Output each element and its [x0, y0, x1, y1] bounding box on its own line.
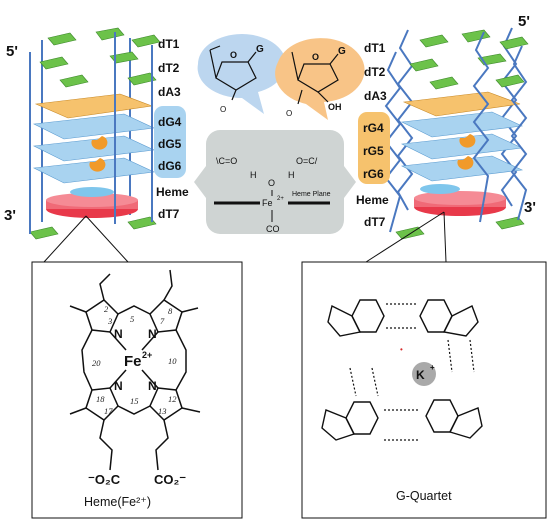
- connector-right-b: [443, 211, 447, 263]
- heme-plane-label: Heme Plane: [292, 191, 331, 198]
- label-dG6: dG6: [158, 159, 182, 173]
- deoxy-ring-o: O: [230, 50, 237, 60]
- ribose-ring-o: O: [312, 52, 319, 62]
- label-dT2-right: dT2: [364, 65, 386, 79]
- heme-pos-5: 5: [130, 314, 134, 324]
- right-carbonyl: O=C/: [296, 156, 318, 166]
- heme-n3: N: [114, 379, 123, 393]
- heme-pos-10: 10: [168, 356, 177, 366]
- dna-3prime-label: 3': [4, 207, 16, 224]
- water-h-right: H: [288, 170, 295, 180]
- ribose-o-bottom: O: [286, 109, 292, 118]
- label-dG5: dG5: [158, 137, 182, 151]
- heme-pos-13: 13: [158, 406, 167, 416]
- heme-n1: N: [114, 327, 123, 341]
- iron-ion: Fe: [262, 198, 273, 208]
- label-dT1-right: dT1: [364, 41, 386, 55]
- heme-coordination-panel: \C=O O=C/ H H O Fe 2+ Heme Plane CO: [194, 130, 356, 234]
- heme-carboxylate-left: ⁻O₂C: [88, 472, 121, 487]
- heme-pos-15: 15: [130, 396, 139, 406]
- dna-quadruplex: [29, 27, 161, 240]
- connector-right-a: [365, 211, 445, 263]
- connector-left-a: [43, 215, 87, 263]
- heme-n2: N: [148, 327, 157, 341]
- ribose-base-g: G: [338, 46, 346, 57]
- label-heme-right: Heme: [356, 193, 389, 207]
- heme-pos-20: 20: [92, 358, 101, 368]
- deoxy-o-bottom: O: [220, 105, 226, 114]
- water-o: O: [268, 178, 275, 188]
- heme-carboxylate-right: CO₂⁻: [154, 472, 186, 487]
- porphyrin-structure: [69, 269, 201, 471]
- rna-quadruplex: [384, 27, 529, 240]
- potassium-label: K: [416, 368, 425, 382]
- left-carbonyl: \C=O: [216, 156, 237, 166]
- heme-pos-2: 2: [104, 304, 109, 314]
- iron-charge: 2+: [277, 196, 284, 202]
- heme-pos-3: 3: [107, 316, 112, 326]
- heme-pos-8: 8: [168, 306, 173, 316]
- label-dA3: dA3: [158, 85, 181, 99]
- center-dot: •: [400, 345, 403, 354]
- ribose-bubble: O G OH O: [275, 38, 365, 120]
- label-dA3-right: dA3: [364, 89, 387, 103]
- heme-fe-charge: 2+: [142, 350, 152, 360]
- heme-pos-7: 7: [160, 316, 165, 326]
- label-dT1: dT1: [158, 37, 180, 51]
- label-dG4: dG4: [158, 115, 182, 129]
- potassium-charge: +: [430, 363, 435, 372]
- label-rG5: rG5: [363, 144, 384, 158]
- hydrogen-bonds: [349, 303, 475, 441]
- heme-fe: Fe: [124, 353, 142, 370]
- label-heme-left: Heme: [156, 185, 189, 199]
- rna-sequence-labels: dT1 dT2 dA3 rG4 rG5 rG6 Heme dT7: [356, 41, 390, 229]
- heme-caption: Heme(Fe²⁺): [84, 495, 151, 509]
- label-dT2: dT2: [158, 61, 180, 75]
- label-rG6: rG6: [363, 167, 384, 181]
- water-h-left: H: [250, 170, 257, 180]
- dna-sequence-labels: dT1 dT2 dA3 dG4 dG5 dG6 Heme dT7: [154, 37, 189, 221]
- potassium-ion: [412, 362, 436, 386]
- g-quartet-box: [301, 261, 547, 519]
- heme-pos-18: 18: [96, 394, 105, 404]
- g-quartet-caption: G-Quartet: [396, 489, 452, 503]
- connector-left-b: [85, 215, 129, 263]
- deoxy-base-g: G: [256, 44, 264, 55]
- label-rG4: rG4: [363, 121, 384, 135]
- g-quartet-structure: [321, 299, 483, 441]
- rna-5prime-label: 5': [518, 13, 530, 30]
- label-dT7: dT7: [158, 207, 180, 221]
- label-dT7-right: dT7: [364, 215, 386, 229]
- ribose-oh: OH: [328, 102, 342, 112]
- heme-pos-12: 12: [168, 394, 177, 404]
- heme-pos-17: 17: [104, 406, 113, 416]
- heme-structure-box: [31, 261, 243, 519]
- deoxyribose-bubble: O G O: [197, 34, 286, 114]
- carbon-monoxide: CO: [266, 224, 280, 234]
- rna-3prime-label: 3': [524, 199, 536, 216]
- heme-n4: N: [148, 379, 157, 393]
- dna-5prime-label: 5': [6, 43, 18, 60]
